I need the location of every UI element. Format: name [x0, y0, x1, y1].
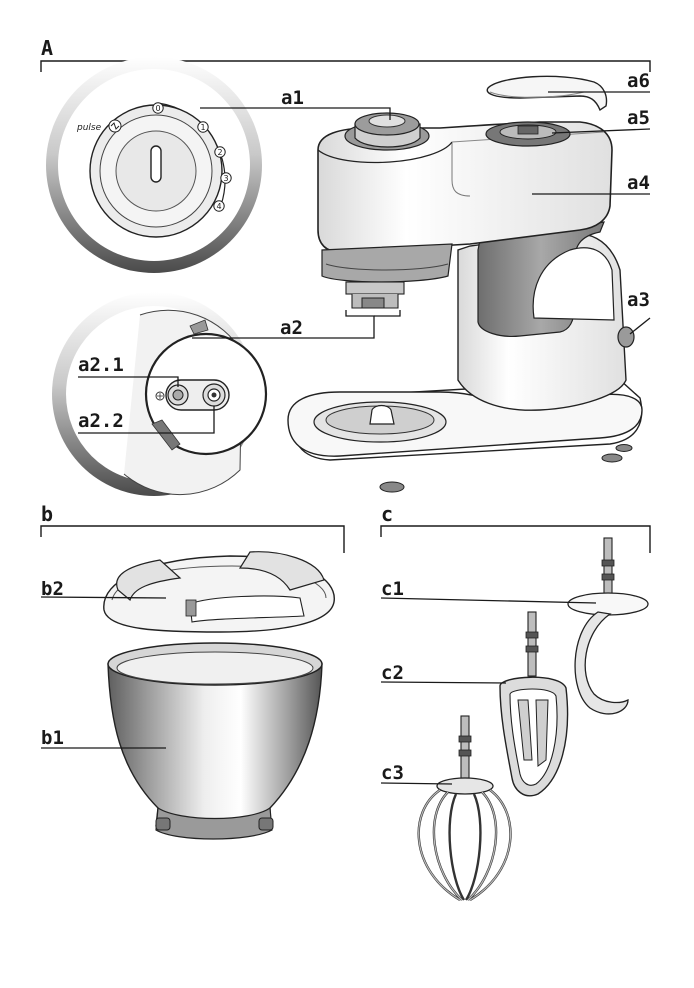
label-a5: a5: [627, 109, 650, 128]
speed-0-text: 0: [155, 104, 160, 113]
section-c-title: c: [381, 504, 393, 524]
section-b-title: b: [41, 504, 53, 524]
speed-dial-detail: 0 1 2 3 4 pulse: [46, 57, 262, 273]
label-a2-2: a2.2: [78, 412, 124, 431]
outlet-cover-a6: [487, 76, 606, 110]
label-a6: a6: [627, 72, 650, 91]
label-b2: b2: [41, 580, 64, 599]
label-a2-1: a2.1: [78, 356, 124, 375]
mixing-bowl: [108, 643, 322, 839]
leader-c1: [381, 598, 596, 603]
pulse-text: pulse: [76, 123, 102, 133]
drive-outlet-detail: [52, 292, 266, 496]
speed-4-text: 4: [216, 202, 221, 211]
label-c3: c3: [381, 764, 404, 783]
flat-beater: [500, 612, 568, 796]
release-button: [618, 327, 634, 347]
stand-mixer: [288, 76, 642, 492]
speed-2-text: 2: [217, 148, 222, 157]
bowl-lid: [104, 552, 335, 632]
whisk: [419, 716, 511, 900]
label-c1: c1: [381, 580, 404, 599]
section-bracket-b: [41, 526, 344, 553]
label-a1: a1: [281, 89, 304, 108]
speed-1-text: 1: [200, 123, 205, 132]
label-c2: c2: [381, 664, 404, 683]
label-a3: a3: [627, 291, 650, 310]
dough-hook: [568, 538, 648, 714]
label-a4: a4: [627, 174, 650, 193]
leader-a3: [630, 318, 650, 334]
label-b1: b1: [41, 729, 64, 748]
speed-3-text: 3: [223, 174, 228, 183]
section-a-title: A: [41, 38, 53, 58]
label-a2: a2: [280, 319, 303, 338]
knob-indicator: [151, 146, 161, 182]
